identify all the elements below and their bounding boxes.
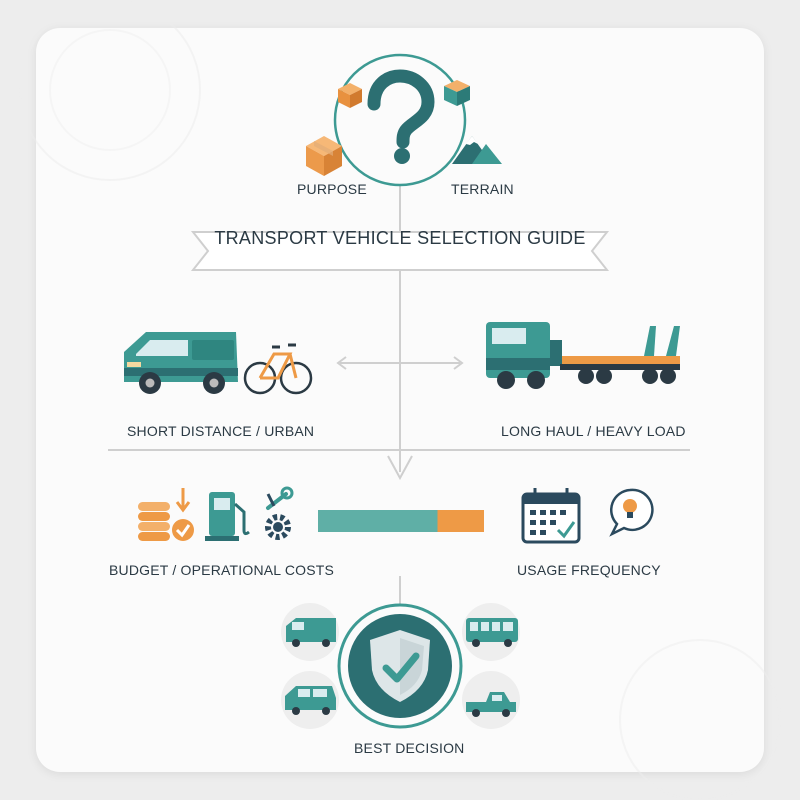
option-pickup (462, 671, 520, 729)
gear-wrench-icon (265, 486, 294, 540)
coin-stack-icon (138, 502, 170, 541)
label-budget: BUDGET / OPERATIONAL COSTS (109, 562, 335, 578)
label-short-distance: SHORT DISTANCE / URBAN (127, 423, 315, 439)
shield-check-icon (337, 603, 463, 729)
package-icon (306, 136, 342, 176)
down-arrow-check-icon (172, 488, 194, 541)
title-banner (190, 231, 610, 271)
lightbulb-icon (609, 488, 654, 537)
background-decoration (19, 0, 781, 800)
flatbed-truck-icon (486, 322, 680, 389)
label-long-haul: LONG HAUL / HEAVY LOAD (501, 423, 686, 439)
cost-bar-orange (437, 510, 484, 532)
cube-icon-right (444, 80, 470, 106)
calendar-icon (521, 488, 581, 544)
mountain-icon (452, 136, 502, 164)
bicycle-icon (243, 343, 313, 395)
question-circle (333, 53, 467, 187)
label-purpose: PURPOSE (297, 181, 367, 197)
fuel-pump-icon (205, 492, 250, 541)
question-mark-icon (367, 69, 435, 164)
option-bus (462, 603, 520, 661)
cost-bar (318, 510, 484, 532)
van-icon (124, 332, 238, 394)
cube-icon-left (338, 83, 362, 108)
label-usage: USAGE FREQUENCY (517, 562, 661, 578)
option-minivan (281, 671, 339, 729)
option-van (281, 603, 339, 661)
label-best-decision: BEST DECISION (354, 740, 465, 756)
page-title: TRANSPORT VEHICLE SELECTION GUIDE (214, 228, 586, 248)
label-terrain: TERRAIN (451, 181, 514, 197)
cost-bar-teal (318, 510, 438, 532)
connector-lines (108, 185, 690, 606)
